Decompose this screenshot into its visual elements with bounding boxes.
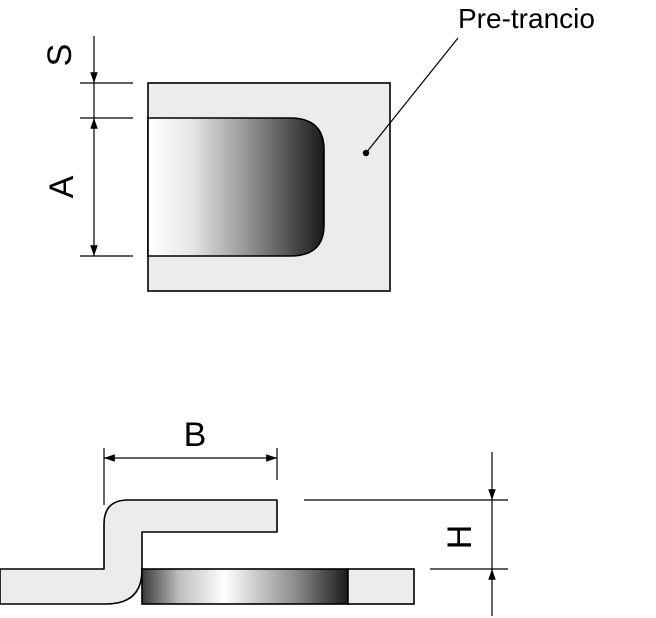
leader-dot (362, 149, 370, 157)
top-view: S A Pre-trancio (41, 3, 595, 292)
cut-slot (147, 117, 325, 257)
label-pre-trancio: Pre-trancio (458, 3, 595, 34)
side-view: B H (0, 416, 508, 616)
label-b: B (184, 416, 207, 454)
flat-plate-right (347, 568, 415, 605)
leader-line-pre-trancio (365, 37, 459, 154)
label-h: H (441, 525, 479, 550)
label-a: A (43, 175, 81, 198)
cut-section (141, 568, 349, 605)
bent-profile (0, 499, 278, 605)
label-s: S (41, 44, 79, 67)
